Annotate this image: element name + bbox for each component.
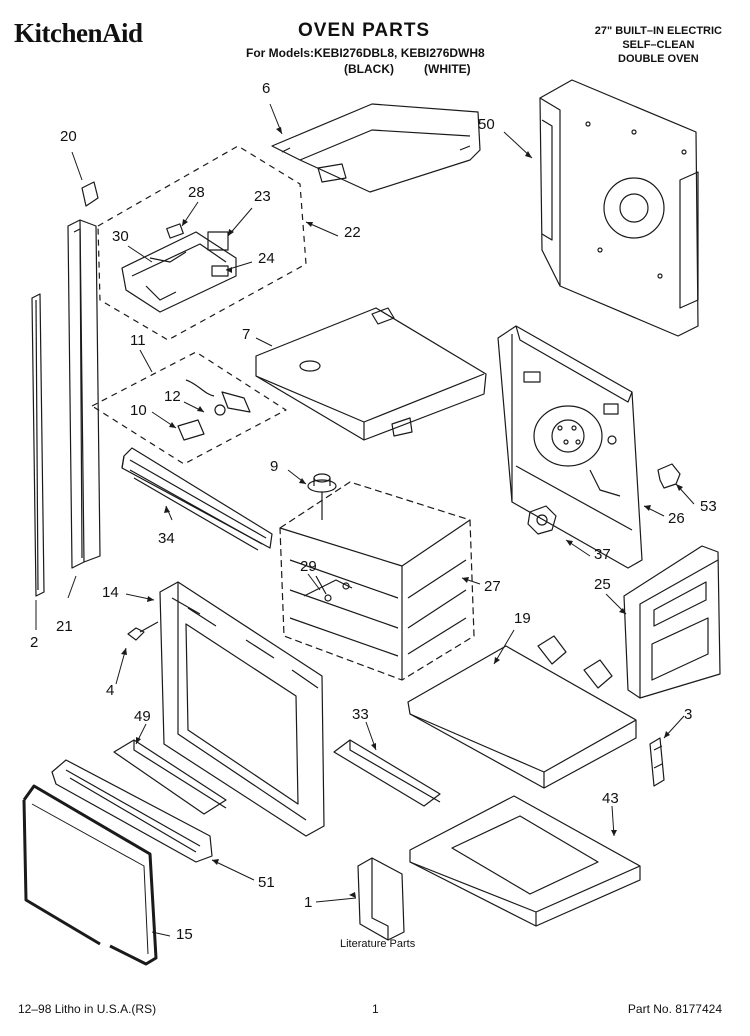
part-3-bracket [649,737,665,787]
callout-50: 50 [478,116,495,133]
part-1-literature [357,857,405,941]
callout-27: 27 [484,578,501,595]
page-number: 1 [372,1002,379,1016]
callout-4: 4 [106,682,115,699]
part-50-rear-panel [539,79,699,337]
callout-9: 9 [270,458,279,475]
part-14-door-frame [159,581,325,837]
callout-28: 28 [188,184,205,201]
callout-arrowheads [121,127,683,898]
callout-21: 21 [56,618,73,635]
callout-43: 43 [602,790,619,807]
callout-10: 10 [130,402,147,419]
brand-logo: KitchenAid [14,18,143,48]
callout-51: 51 [258,874,275,891]
callout-49: 49 [134,708,151,725]
part-27-oven-cavity [279,481,475,681]
part-22-control-bracket-group [97,145,307,341]
variant-white: (WHITE) [424,62,471,76]
part-33-trim [333,739,441,807]
callout-22: 22 [344,224,361,241]
part-43-drawer-pan [409,795,641,927]
part-number: Part No. 8177424 [627,1002,722,1016]
part-7-shield [255,307,487,441]
callout-29: 29 [300,558,317,575]
description-line-1: 27" BUILT–IN ELECTRIC [594,25,722,37]
part-49-trim [113,739,227,815]
callout-53: 53 [700,498,717,515]
callout-26: 26 [668,510,685,527]
part-11-light-group [91,351,287,465]
callout-20: 20 [60,128,77,145]
part-6-top-panel [271,103,481,193]
callout-12: 12 [164,388,181,405]
part-25-side-panel [623,545,721,699]
oven-description: 27" BUILT–IN ELECTRIC SELF–CLEAN DOUBLE … [595,24,722,66]
callout-6: 6 [262,80,271,97]
callout-7: 7 [242,326,251,343]
callout-34: 34 [158,530,175,547]
part-20-clip [81,181,99,207]
callout-14: 14 [102,584,119,601]
callout-15: 15 [176,926,193,943]
part-9-sensor [307,473,337,520]
description-line-2: SELF–CLEAN [622,39,695,51]
part-29-bolt [315,575,332,602]
callout-3: 3 [684,706,693,723]
callout-30: 30 [112,228,129,245]
part-26-side-panel [497,325,643,569]
part-21-side-trim [67,219,101,569]
part-15-door-gasket [22,784,158,966]
part-19-bottom-panel [407,635,637,789]
models-line: For Models:KEBI276DBL8, KEBI276DWH8 [246,46,485,60]
callout-25: 25 [594,576,611,593]
part-51-door-trim [51,759,213,863]
callout-23: 23 [254,188,271,205]
part-4-screw [127,621,159,641]
variant-black: (BLACK) [344,62,394,76]
part-2-vent-trim [31,293,45,597]
callout-11: 11 [130,332,146,349]
callout-33: 33 [352,706,369,723]
callout-2: 2 [30,634,39,651]
page-title: OVEN PARTS [298,20,431,41]
print-info: 12–98 Litho in U.S.A.(RS) [18,1002,157,1016]
callout-37: 37 [594,546,611,563]
part-34-vent-grille [121,447,273,551]
callout-leaders [35,103,695,937]
callout-19: 19 [514,610,531,627]
callout-1: 1 [304,894,313,911]
description-line-3: DOUBLE OVEN [618,53,699,65]
callout-24: 24 [258,250,275,267]
part-37-gasket [527,505,557,535]
literature-parts-label: Literature Parts [340,938,416,950]
